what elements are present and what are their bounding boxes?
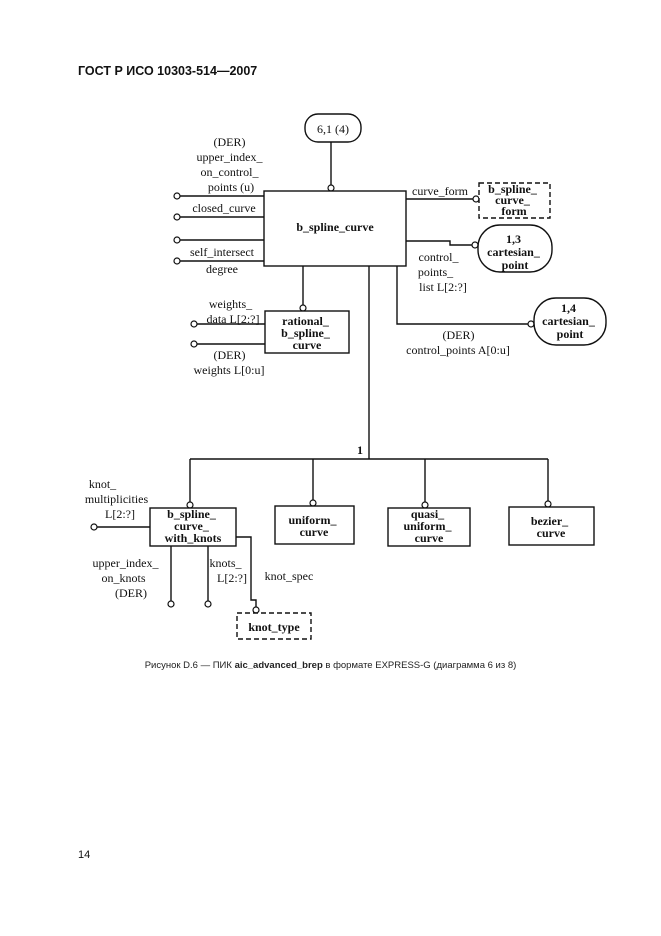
subtype-circle [309, 499, 317, 507]
attr-line [236, 536, 257, 607]
page-ref-cartesian-point-2-label: 1,4 cartesian_ point [542, 301, 598, 341]
attr-line [396, 266, 528, 325]
attr-knots-label: knots_ L[2:?] [209, 556, 247, 585]
attr-weights-der-label: (DER) weights L[0:u] [194, 348, 265, 377]
attr-circle [204, 600, 212, 608]
entity-uniform-curve [274, 505, 355, 545]
entity-b-spline-curve [263, 190, 407, 267]
page-number: 14 [78, 849, 91, 861]
attr-closed-curve-label: closed_curve [192, 201, 255, 215]
attr-circle [471, 241, 479, 249]
entity-b-spline-curve-with-knots-label: b_spline_ curve_ with_knots [165, 507, 222, 545]
entity-quasi-uniform-curve-label: quasi_ uniform_ curve [404, 507, 455, 545]
entity-uniform-curve-label: uniform_ curve [289, 513, 340, 539]
attr-knot-multiplicities-label: knot_ multiplicities L[2:?] [85, 477, 151, 521]
link-circle [327, 184, 335, 192]
attr-upper-index-label: (DER) upper_index_ on_control_ points (u… [197, 135, 266, 194]
entity-bezier-curve [508, 506, 595, 546]
entity-rational-b-spline-curve-label: rational_ b_spline_ curve [281, 314, 333, 352]
page-ref-top [304, 113, 362, 143]
type-b-spline-curve-form [478, 182, 551, 219]
attr-circle [527, 320, 535, 328]
entity-bezier-curve-label: bezier_ curve [531, 514, 571, 540]
entity-rational-b-spline-curve [264, 310, 350, 354]
attr-curve-form-label: curve_form [412, 184, 469, 198]
attr-circle [167, 600, 175, 608]
subtype-circle [544, 500, 552, 508]
attr-line [406, 240, 472, 246]
attr-circle [190, 340, 198, 348]
attr-circle [173, 213, 181, 221]
document-header: ГОСТ Р ИСО 10303-514—2007 [78, 64, 258, 78]
attr-circle [173, 192, 181, 200]
type-knot-type-label: knot_type [248, 620, 300, 634]
attr-circle [190, 320, 198, 328]
page-ref-cartesian-point-1 [477, 224, 553, 273]
attr-control-points-der-label: (DER) control_points A[0:u] [406, 328, 510, 357]
figure-caption: Рисунок D.6 — ПИК aic_advanced_brep в фо… [144, 660, 517, 671]
attr-circle [173, 236, 181, 244]
page-ref-top-label: 6,1 (4) [317, 122, 349, 136]
page-ref-cartesian-point-1-label: 1,3 cartesian_ point [487, 232, 543, 272]
supertype-oneof-label: 1 [357, 443, 363, 457]
attr-circle [90, 523, 98, 531]
attr-degree-label: degree [206, 262, 238, 276]
attr-control-points-list-label: control_ points_ list L[2:?] [418, 250, 467, 294]
type-knot-type [236, 612, 312, 640]
attr-upper-index-on-knots-label: upper_index_ on_knots (DER) [93, 556, 162, 600]
attr-circle [173, 257, 181, 265]
attr-self-intersect-label: self_intersect [190, 245, 255, 259]
page-ref-cartesian-point-2 [533, 297, 607, 346]
attr-knot-spec-label: knot_spec [265, 569, 314, 583]
entity-b-spline-curve-label: b_spline_curve [296, 220, 374, 234]
type-b-spline-curve-form-label: b_spline_ curve_ form [488, 182, 540, 218]
subtype-circle [299, 304, 307, 312]
attr-circle [472, 195, 480, 203]
attr-circle [252, 606, 260, 614]
entity-b-spline-curve-with-knots [149, 507, 237, 547]
entity-quasi-uniform-curve [387, 507, 471, 547]
attr-weights-data-label: weights_ data L[2:?] [207, 297, 260, 326]
